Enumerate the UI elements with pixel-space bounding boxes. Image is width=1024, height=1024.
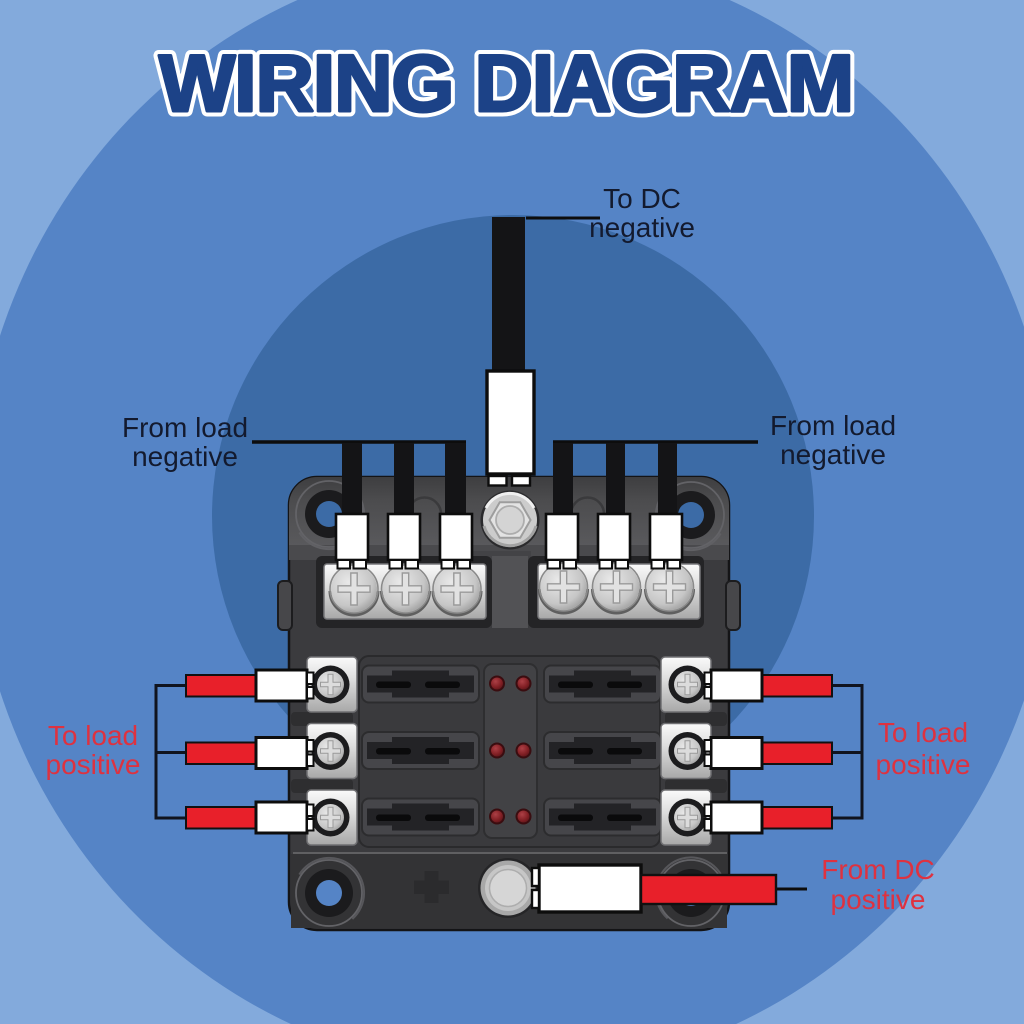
- svg-text:negative: negative: [780, 439, 886, 470]
- svg-text:To DC: To DC: [603, 183, 681, 214]
- svg-text:positive: positive: [46, 749, 141, 780]
- svg-text:From load: From load: [122, 412, 248, 443]
- svg-text:From load: From load: [770, 410, 896, 441]
- svg-text:positive: positive: [876, 749, 971, 780]
- svg-text:WIRING DIAGRAM: WIRING DIAGRAM: [159, 39, 853, 129]
- svg-text:To load: To load: [878, 717, 968, 748]
- svg-text:WIRING DIAGRAM: WIRING DIAGRAM: [159, 39, 853, 129]
- svg-text:negative: negative: [132, 441, 238, 472]
- svg-text:From DC: From DC: [821, 854, 935, 885]
- svg-text:positive: positive: [831, 884, 926, 915]
- svg-text:negative: negative: [589, 212, 695, 243]
- svg-text:To load: To load: [48, 720, 138, 751]
